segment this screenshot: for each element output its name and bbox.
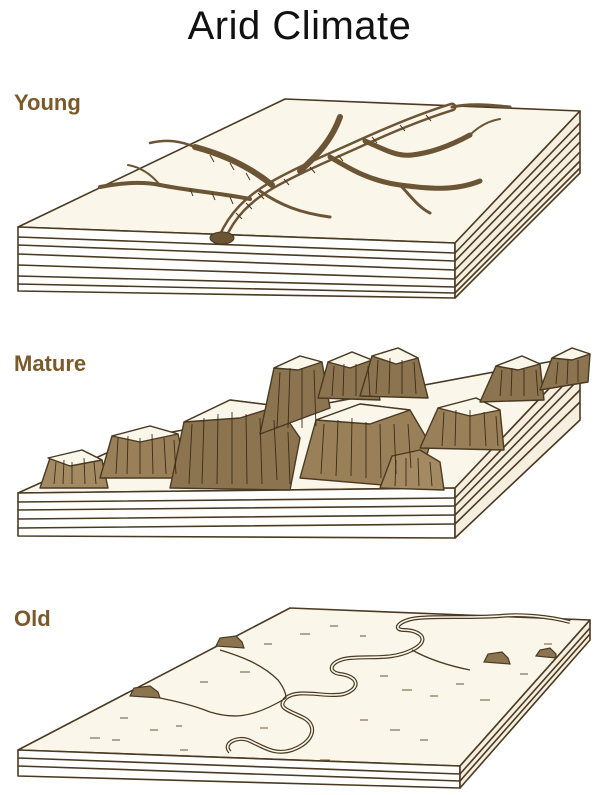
mature-block-diagram <box>0 338 599 548</box>
diagram-title: Arid Climate <box>0 4 599 49</box>
old-block-diagram <box>0 600 599 795</box>
young-block-diagram <box>0 95 599 305</box>
